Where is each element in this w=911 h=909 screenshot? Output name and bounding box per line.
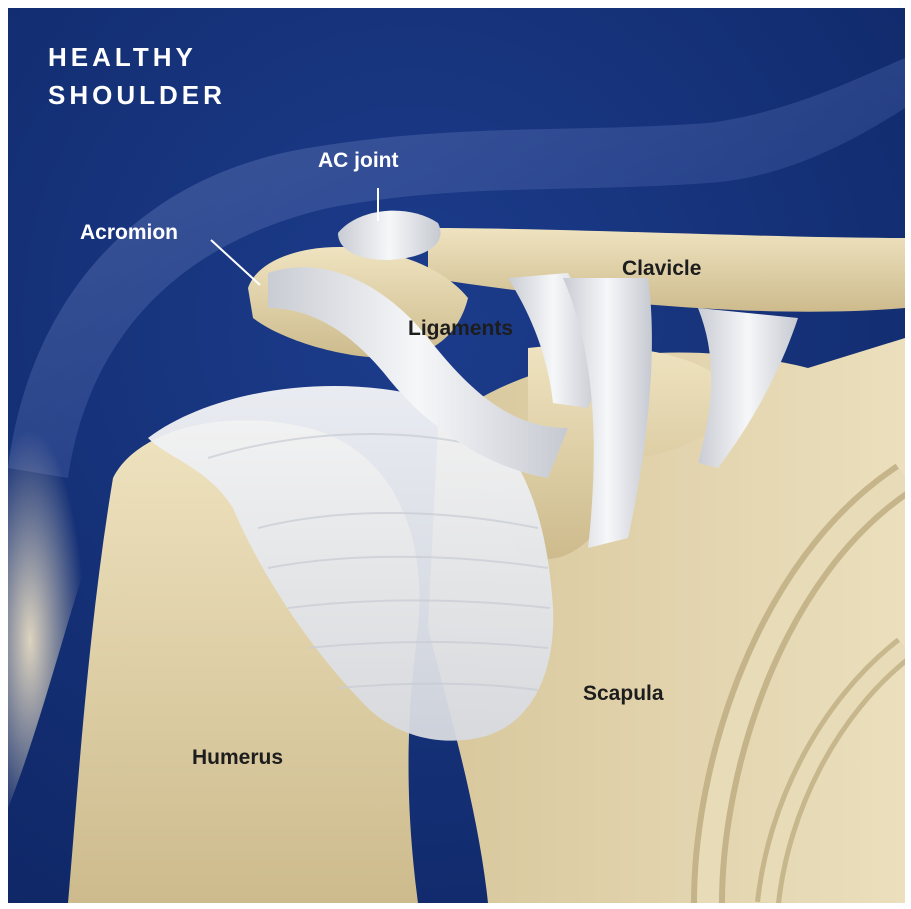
title-line-2: SHOULDER (48, 82, 226, 108)
label-ligaments: Ligaments (408, 318, 513, 339)
label-acromion: Acromion (80, 222, 178, 243)
anatomy-drawing (8, 8, 905, 903)
label-clavicle: Clavicle (622, 258, 701, 279)
shoulder-illustration (8, 8, 905, 903)
label-scapula: Scapula (583, 683, 664, 704)
title-line-1: HEALTHY (48, 44, 197, 70)
label-humerus: Humerus (192, 747, 283, 768)
label-ac-joint: AC joint (318, 150, 398, 171)
